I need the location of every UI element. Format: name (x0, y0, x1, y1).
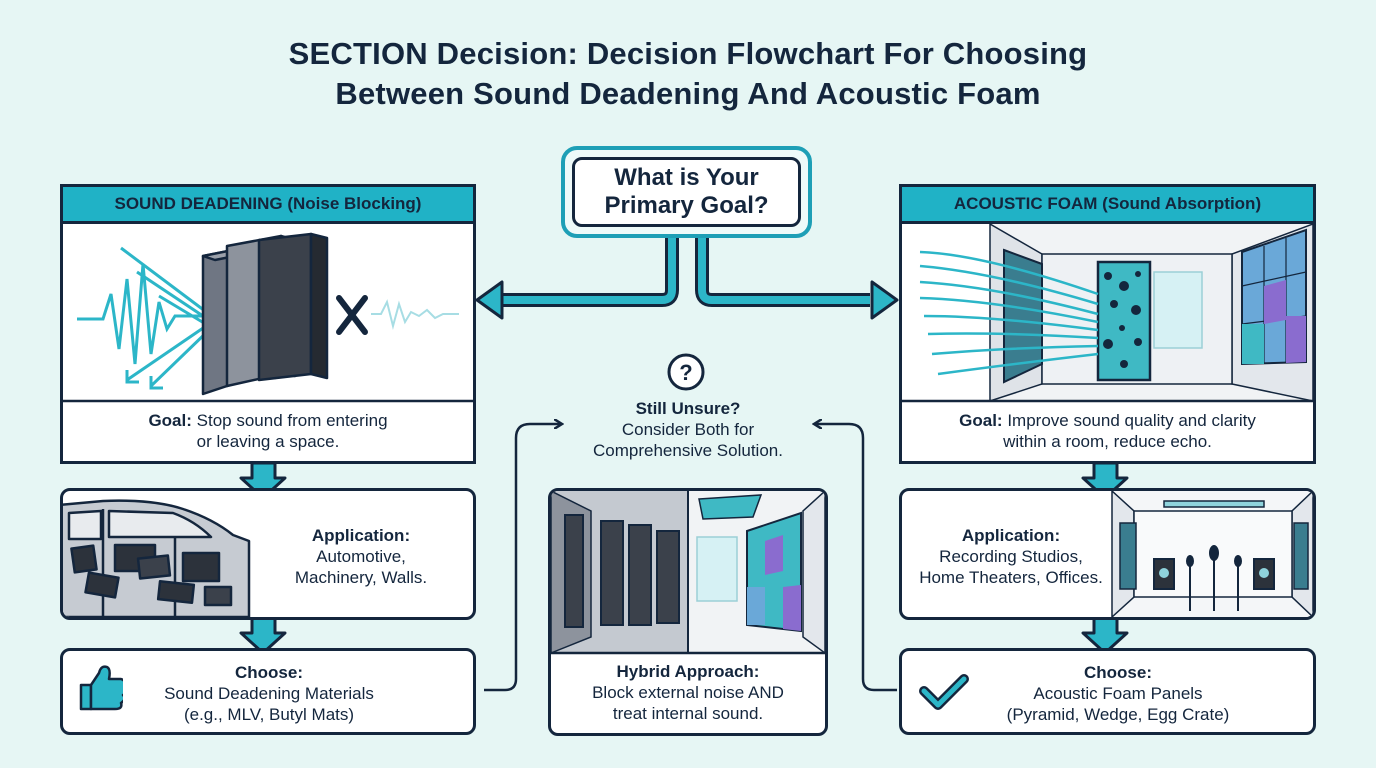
checkmark-icon (919, 674, 969, 710)
acoustic-foam-header: ACOUSTIC FOAM (Sound Absorption) (899, 184, 1316, 224)
sound-deadening-application-panel: Application: Automotive, Machinery, Wall… (60, 488, 476, 620)
primary-goal-line-2: Primary Goal? (604, 192, 769, 219)
choose-label: Choose: (1084, 663, 1152, 682)
goal-text-2: or leaving a space. (196, 432, 340, 451)
hybrid-text-2: treat internal sound. (612, 704, 764, 723)
sound-deadening-header: SOUND DEADENING (Noise Blocking) (60, 184, 476, 224)
reflected-sound-arrows (120, 246, 211, 390)
goal-text-1: Stop sound from entering (191, 411, 388, 430)
thumbs-up-icon (79, 665, 123, 711)
acoustic-foam-choose-panel: Choose: Acoustic Foam Panels (Pyramid, W… (899, 648, 1316, 735)
sound-deadening-goal: Goal: Stop sound from entering or leavin… (63, 410, 473, 452)
incoming-sound-wave (77, 263, 205, 365)
acoustic-foam-application-panel: Application: Recording Studios, Home The… (899, 488, 1316, 620)
car-illustration (63, 499, 251, 617)
choose-text-2: (e.g., MLV, Butyl Mats) (183, 705, 355, 724)
studio-illustration (1111, 491, 1313, 617)
hybrid-approach-panel: Hybrid Approach: Block external noise AN… (548, 488, 828, 736)
choose-text-1: Acoustic Foam Panels (1033, 684, 1203, 703)
goal-label: Goal: (959, 411, 1003, 430)
question-mark-glyph: ? (679, 360, 692, 385)
blocked-sound-wave (371, 299, 459, 330)
sound-deadening-choose-panel: Choose: Sound Deadening Materials (e.g.,… (60, 648, 476, 735)
application-text-1: Recording Studios, (939, 547, 1083, 566)
sound-deadening-application: Application: Automotive, Machinery, Wall… (249, 525, 473, 588)
application-text-2: Machinery, Walls. (294, 568, 428, 587)
acoustic-foam-panel: Goal: Improve sound quality and clarity … (899, 221, 1316, 464)
hybrid-room-illustration (551, 491, 825, 655)
goal-split-arrow (475, 238, 899, 320)
blocked-x-icon (336, 295, 368, 335)
application-label: Application: (311, 526, 411, 545)
primary-goal-box: What is Your Primary Goal? (561, 146, 812, 238)
noise-blocking-illustration (63, 232, 473, 403)
acoustic-foam-application: Application: Recording Studios, Home The… (902, 525, 1120, 588)
question-mark-icon: ? (667, 353, 705, 391)
sound-deadening-panel: Goal: Stop sound from entering or leavin… (60, 221, 476, 464)
goal-text-1: Improve sound quality and clarity (1002, 411, 1256, 430)
choose-label: Choose: (235, 663, 303, 682)
acoustic-foam-choose: Choose: Acoustic Foam Panels (Pyramid, W… (958, 662, 1278, 725)
hybrid-approach-text: Hybrid Approach: Block external noise AN… (551, 661, 825, 724)
sound-absorption-illustration (902, 224, 1313, 403)
goal-text-2: within a room, reduce echo. (1003, 432, 1212, 451)
choose-text-2: (Pyramid, Wedge, Egg Crate) (1006, 705, 1230, 724)
application-text-1: Automotive, (316, 547, 406, 566)
incoming-sound-lines (919, 250, 1099, 376)
noise-barrier-layers (201, 232, 329, 396)
goal-label: Goal: (148, 411, 192, 430)
title-line-2: Between Sound Deadening And Acoustic Foa… (335, 76, 1041, 111)
acoustic-foam-goal: Goal: Improve sound quality and clarity … (902, 410, 1313, 452)
still-unsure-text-1: Consider Both for (621, 420, 755, 439)
still-unsure-title: Still Unsure? (635, 399, 741, 418)
primary-goal-line-1: What is Your (614, 164, 759, 191)
choose-text-1: Sound Deadening Materials (164, 684, 374, 703)
page-title: SECTION Decision: Decision Flowchart For… (140, 34, 1236, 114)
application-text-2: Home Theaters, Offices. (919, 568, 1103, 587)
hybrid-text-1: Block external noise AND (592, 683, 784, 702)
still-unsure-text-2: Comprehensive Solution. (593, 441, 783, 460)
primary-goal-question: What is Your Primary Goal? (572, 157, 801, 227)
loop-arrow-right (816, 424, 897, 692)
title-line-1: SECTION Decision: Decision Flowchart For… (288, 36, 1088, 71)
hybrid-label: Hybrid Approach: (616, 662, 760, 681)
sound-deadening-choose: Choose: Sound Deadening Materials (e.g.,… (109, 662, 429, 725)
still-unsure-note: Still Unsure? Consider Both for Comprehe… (560, 398, 816, 461)
application-label: Application: (961, 526, 1061, 545)
